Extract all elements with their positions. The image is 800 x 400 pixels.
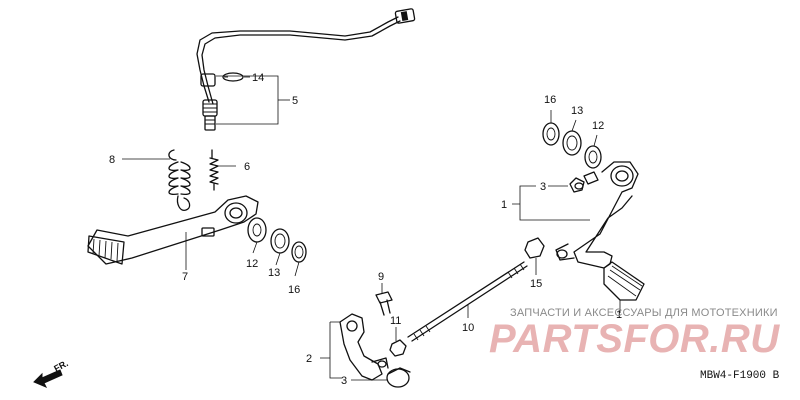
callout-1-lower: 1 xyxy=(616,309,622,321)
callout-11: 11 xyxy=(390,315,401,327)
callout-10: 10 xyxy=(462,322,474,334)
callout-2: 2 xyxy=(306,353,312,365)
callout-9: 9 xyxy=(378,271,384,283)
callout-12-left: 12 xyxy=(246,258,258,270)
pivot-bolt-3-upper xyxy=(569,171,599,193)
nut-11 xyxy=(389,339,407,357)
callout-3-lower: 3 xyxy=(341,375,347,387)
circlip-16-right xyxy=(542,122,560,146)
bolt-9 xyxy=(375,291,393,316)
callout-1-upper: 1 xyxy=(501,199,507,211)
shift-arm-2 xyxy=(339,313,389,381)
callout-16-left: 16 xyxy=(288,284,300,296)
callout-7: 7 xyxy=(182,271,188,283)
gearshift-pedal-1 xyxy=(555,161,639,269)
callout-13-right: 13 xyxy=(571,105,583,117)
shift-pedal-rubber xyxy=(603,261,645,301)
callout-13-left: 13 xyxy=(268,267,280,279)
circlip-16-left xyxy=(291,241,307,263)
pivot-bolt-3-lower xyxy=(386,367,411,388)
callout-8: 8 xyxy=(109,154,115,166)
nut-15 xyxy=(524,237,545,259)
callout-12-right: 12 xyxy=(592,120,604,132)
shift-rod-10 xyxy=(407,261,528,342)
brake-pedal-7 xyxy=(87,195,259,265)
callout-3-upper: 3 xyxy=(540,181,546,193)
watermark-tagline: ЗАПЧАСТИ И АКСЕССУАРЫ ДЛЯ МОТОТЕХНИКИ xyxy=(510,307,778,319)
washer-12-left xyxy=(247,217,267,243)
callout-16-right: 16 xyxy=(544,94,556,106)
front-direction-label: FR. xyxy=(52,358,69,374)
washer-13-right xyxy=(562,130,582,156)
drawing-code: MBW4-F1900 B xyxy=(700,370,780,382)
switch-spring-6 xyxy=(209,149,219,191)
callout-14: 14 xyxy=(252,72,264,84)
callout-5: 5 xyxy=(292,95,298,107)
return-spring-8 xyxy=(168,149,191,211)
washer-13-left xyxy=(270,228,290,254)
watermark-brand: PARTSFOR.RU xyxy=(489,317,780,361)
circlip-14 xyxy=(222,72,244,82)
front-direction-arrow-icon xyxy=(33,369,63,388)
callout-labels: 1 1 2 3 3 5 6 7 8 9 10 11 12 12 13 13 14… xyxy=(109,72,622,387)
callout-6: 6 xyxy=(244,161,250,173)
callout-15: 15 xyxy=(530,278,542,290)
leader-lines xyxy=(122,75,621,381)
brake-switch-assembly xyxy=(196,8,416,131)
washer-12-right xyxy=(584,145,602,169)
